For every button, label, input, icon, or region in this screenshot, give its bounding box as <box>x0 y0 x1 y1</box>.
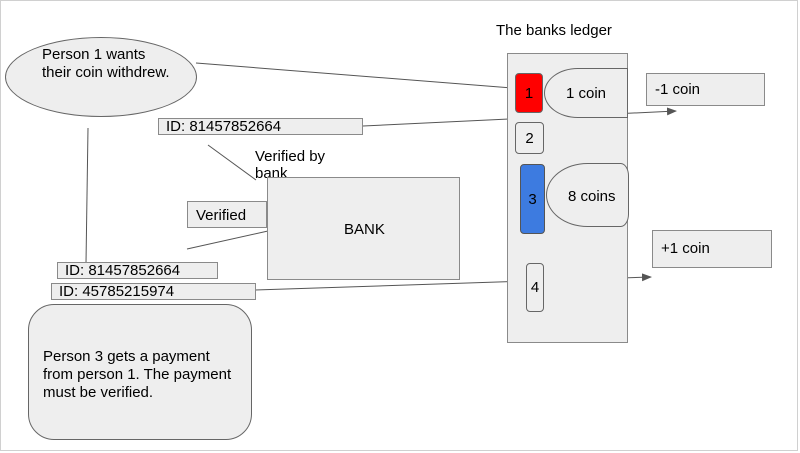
slot1-balance-shape <box>544 68 628 118</box>
id-top-box: ID: 81457852664 <box>158 118 363 135</box>
line-bubble-down <box>85 127 89 264</box>
line-id-to-bank <box>207 144 257 181</box>
slot3-balance-shape <box>546 163 629 227</box>
line-bubble-to-ledger <box>195 62 513 89</box>
id-mid-box: ID: 81457852664 <box>57 262 218 279</box>
ledger-slot-4: 4 <box>526 263 544 312</box>
ledger-slot-2: 2 <box>515 122 544 154</box>
person1-text: Person 1 wants their coin withdrew. <box>42 46 170 81</box>
ledger-title: The banks ledger <box>496 22 612 39</box>
ledger-slot-3: 3 <box>520 164 545 234</box>
line-verified-to-bank <box>186 230 269 250</box>
ledger-slot-1: 1 <box>515 73 543 113</box>
person3-text: Person 3 gets a payment from person 1. T… <box>43 348 232 401</box>
ledger-slot-1-label: 1 <box>524 84 534 102</box>
plus-coin-box: +1 coin <box>652 230 772 268</box>
ledger-slot-3-label: 3 <box>528 190 537 208</box>
id-bottom-box: ID: 45785215974 <box>51 283 256 300</box>
bank-box: BANK <box>267 177 460 280</box>
slot3-balance: 8 coins <box>568 188 616 205</box>
minus-coin-box: -1 coin <box>646 73 765 106</box>
slot1-balance: 1 coin <box>566 85 607 102</box>
verified-box: Verified <box>187 201 267 228</box>
ledger-slot-4-label: 4 <box>530 279 540 296</box>
person3-bubble: Person 3 gets a payment from person 1. T… <box>28 304 252 440</box>
person1-bubble: Person 1 wants their coin withdrew. <box>5 37 197 117</box>
ledger-slot-2-label: 2 <box>525 129 534 147</box>
bank-label: BANK <box>344 221 385 238</box>
